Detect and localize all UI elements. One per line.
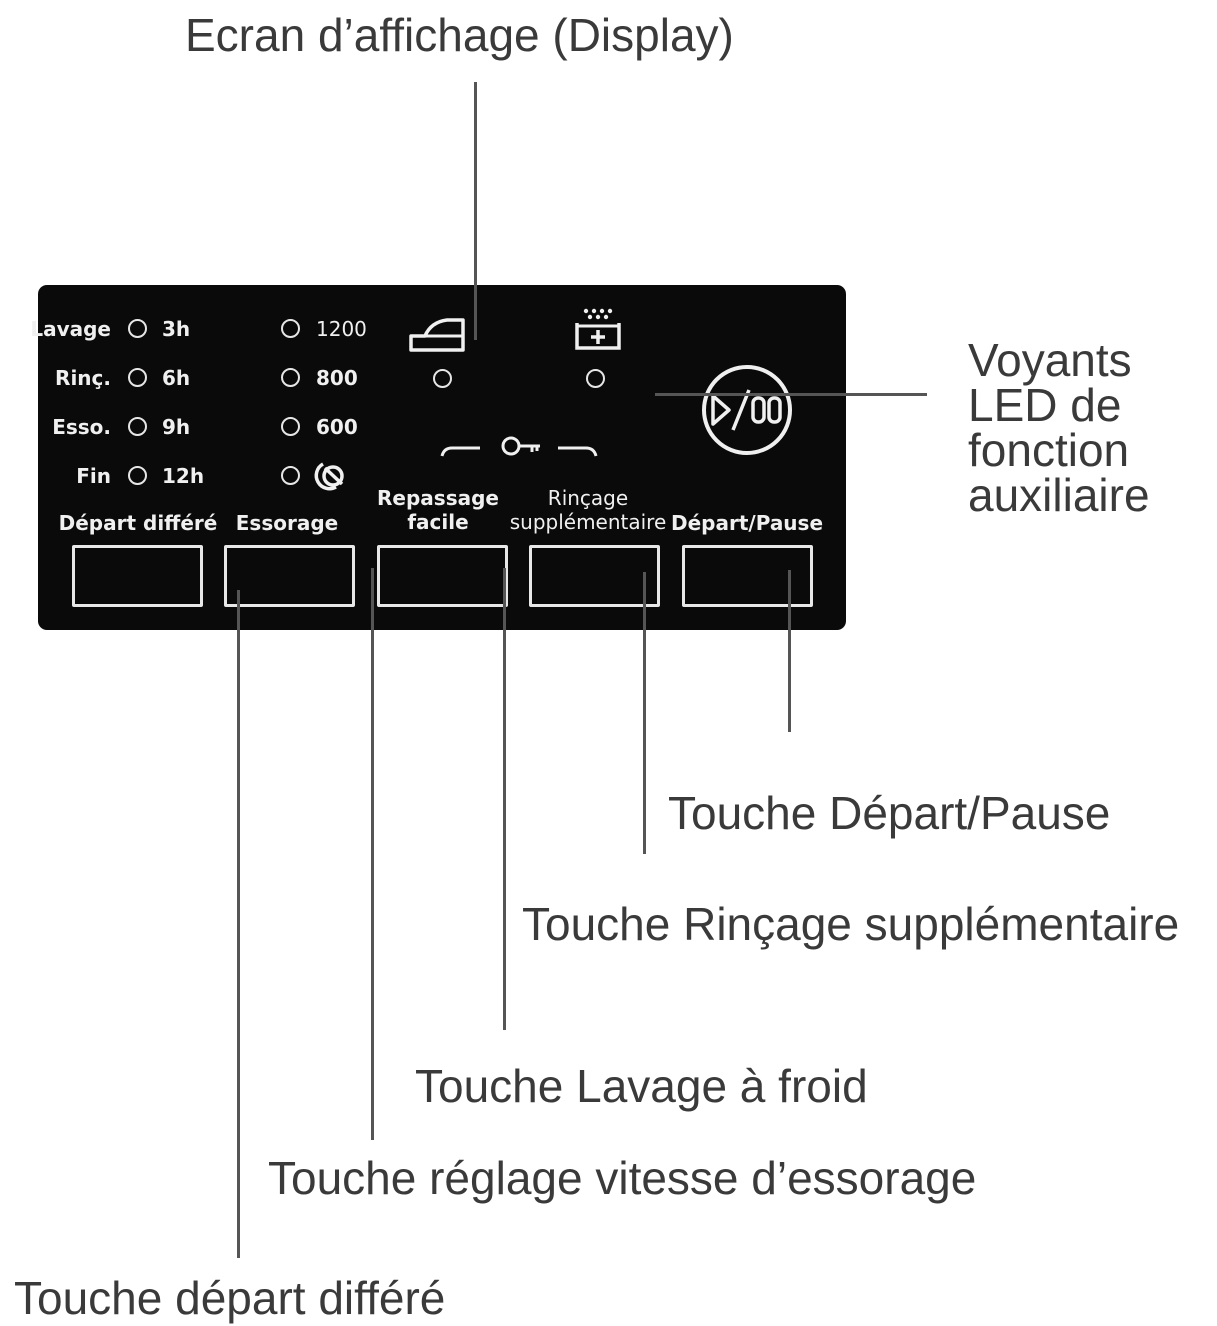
- delay-label-rinse: Rinç.: [55, 366, 111, 390]
- spin-led-600: [281, 417, 300, 436]
- spin-value-1200: 1200: [316, 317, 367, 341]
- spin-led-no-spin: [281, 466, 300, 485]
- delay-label-end: Fin: [76, 464, 111, 488]
- cold-wash-callout-line: [503, 568, 506, 1030]
- spin-button-label: Essorage: [235, 511, 339, 535]
- display-callout-line: [474, 82, 477, 340]
- extra-rinse-icon: [575, 308, 621, 350]
- start-pause-callout-line: [788, 570, 791, 732]
- easy-iron-label-line1: Repassage: [377, 486, 499, 510]
- spin-led-1200: [281, 319, 300, 338]
- delay-start-button-label: Départ différé: [58, 511, 218, 535]
- spin-speed-callout-line: [371, 568, 374, 1140]
- extra-rinse-button[interactable]: [529, 545, 660, 607]
- callout-start-pause-label: Touche Départ/Pause: [668, 787, 1111, 839]
- easy-iron-button[interactable]: [377, 545, 508, 607]
- delay-led-3h: [128, 319, 147, 338]
- extra-rinse-label-line2: supplémentaire: [509, 510, 667, 534]
- no-spin-icon: [314, 462, 344, 491]
- extra-rinse-label-line1: Rinçage: [547, 486, 629, 510]
- easy-iron-label-line2: facile: [407, 510, 469, 534]
- easy-iron-button-label: Repassage facile: [377, 486, 499, 534]
- delay-led-12h: [128, 466, 147, 485]
- spin-value-800: 800: [316, 366, 358, 390]
- start-pause-button[interactable]: [682, 545, 813, 607]
- callout-spin-speed-label: Touche réglage vitesse d’essorage: [268, 1152, 977, 1204]
- spin-value-600: 600: [316, 415, 358, 439]
- control-panel: [38, 285, 846, 630]
- spin-button[interactable]: [224, 545, 355, 607]
- callout-cold-wash-label: Touche Lavage à froid: [415, 1060, 868, 1112]
- delay-label-wash: Lavage: [30, 317, 111, 341]
- extra-rinse-button-label: Rinçage supplémentaire: [510, 486, 667, 534]
- key-icon: [440, 436, 598, 457]
- spin-led-800: [281, 368, 300, 387]
- callout-display-label: Ecran d’affichage (Display): [185, 9, 734, 61]
- extra-rinse-led: [586, 369, 605, 388]
- delay-led-6h: [128, 368, 147, 387]
- delay-led-9h: [128, 417, 147, 436]
- callout-extra-rinse-label: Touche Rinçage supplémentaire: [522, 898, 1180, 950]
- delay-start-callout-line: [237, 590, 240, 1258]
- delay-label-spin: Esso.: [52, 415, 111, 439]
- start-pause-button-label: Départ/Pause: [670, 511, 824, 535]
- delay-value-9h: 9h: [162, 415, 191, 439]
- delay-value-12h: 12h: [162, 464, 205, 488]
- delay-value-6h: 6h: [162, 366, 191, 390]
- led-callout-line: [655, 393, 927, 396]
- extra-rinse-callout-line: [643, 572, 646, 854]
- delay-start-button[interactable]: [72, 545, 203, 607]
- delay-value-3h: 3h: [162, 317, 191, 341]
- play-pause-icon: [702, 365, 792, 455]
- callout-led-label: Voyants LED de fonction auxiliaire: [968, 334, 1150, 521]
- callout-delay-start-label: Touche départ différé: [14, 1272, 446, 1324]
- iron-icon: [409, 318, 465, 352]
- easy-iron-led: [433, 369, 452, 388]
